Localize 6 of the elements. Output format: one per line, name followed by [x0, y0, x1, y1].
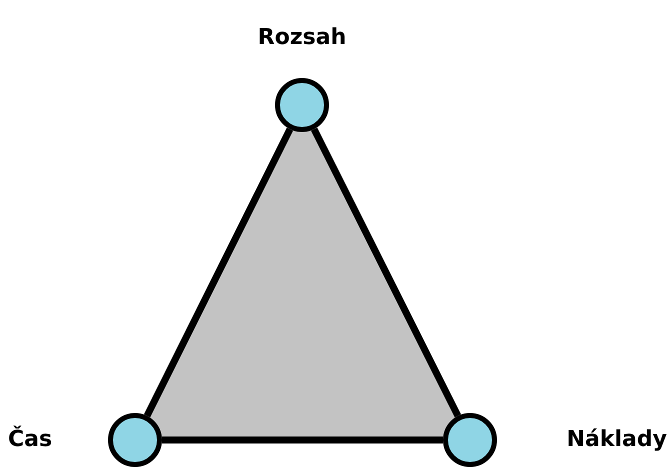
vertex-label: Náklady — [566, 427, 667, 453]
triangle-side — [144, 128, 294, 418]
triangle-side — [162, 436, 443, 444]
triangle-side — [310, 128, 462, 418]
vertex-label: Čas — [8, 427, 52, 453]
vertex-label: Rozsah — [258, 25, 346, 51]
